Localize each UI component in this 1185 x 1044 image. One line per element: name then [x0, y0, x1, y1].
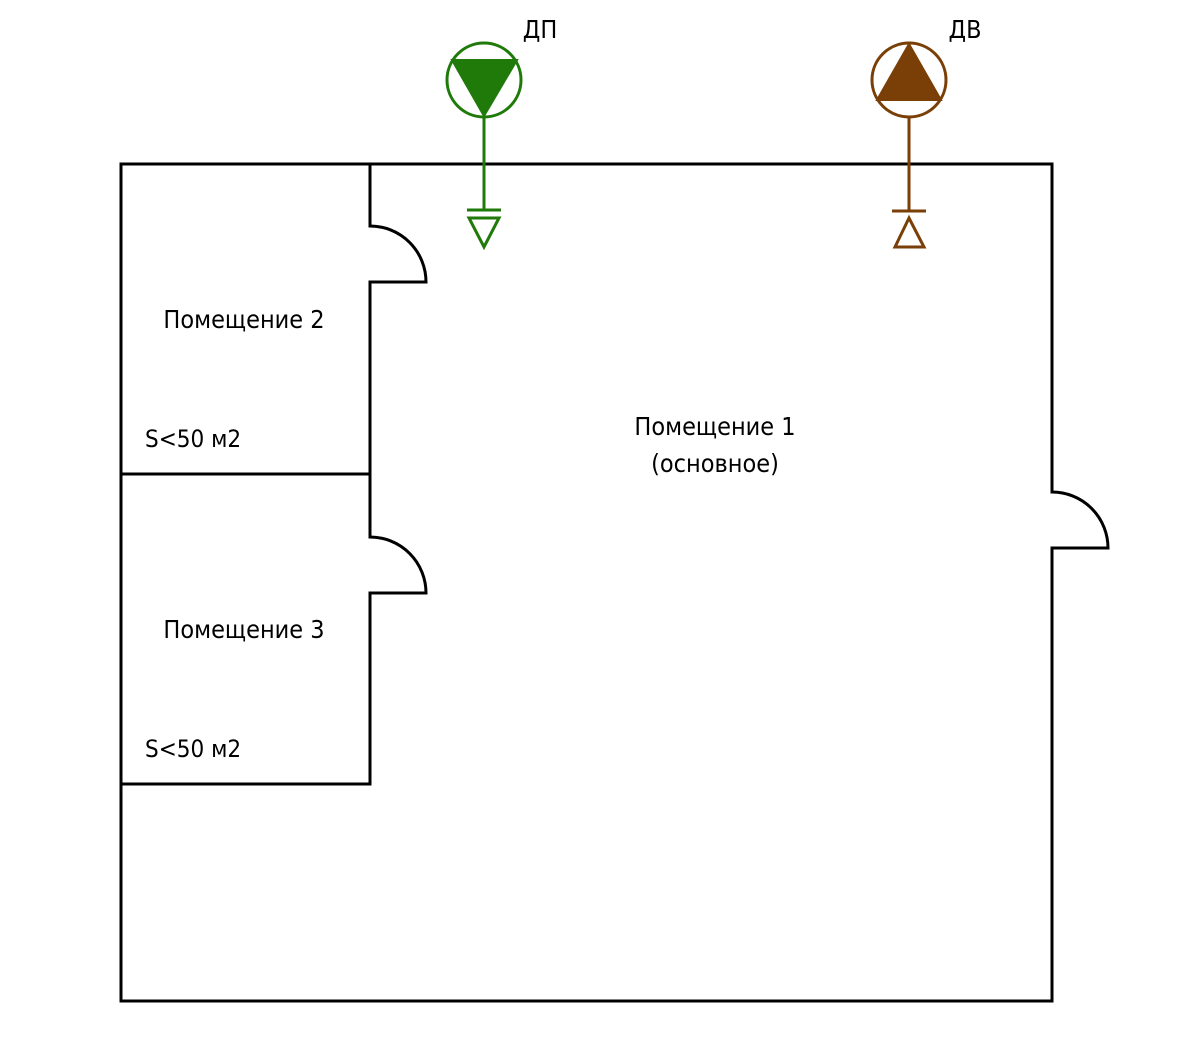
exhaust-label: ДВ [948, 15, 981, 44]
supply-label: ДП [523, 15, 558, 44]
partitions [119, 162, 372, 786]
supply-down-triangle-icon [450, 59, 519, 118]
room-2-area: S<50 м2 [145, 425, 241, 453]
room-1-name: Помещение 1 [634, 412, 795, 441]
room-2-name: Помещение 2 [163, 305, 324, 334]
door-room-2[interactable] [369, 224, 428, 284]
outer-walls [119, 162, 1054, 1003]
room-labels: Помещение 2 S<50 м2 Помещение 3 S<50 м2 … [145, 305, 796, 763]
room-3-area: S<50 м2 [145, 735, 241, 763]
doors [369, 224, 1110, 595]
room-3-name: Помещение 3 [163, 615, 324, 644]
supply-outlet-triangle-icon [466, 216, 502, 251]
exhaust-up-triangle-icon [875, 41, 943, 101]
exhaust-symbol[interactable]: ДВ [870, 15, 982, 249]
room-1-note: (основное) [651, 449, 779, 478]
supply-symbol[interactable]: ДП [445, 15, 558, 251]
door-exterior[interactable] [1051, 490, 1110, 550]
door-room-3[interactable] [369, 535, 428, 595]
exhaust-outlet-triangle-icon [892, 214, 927, 249]
